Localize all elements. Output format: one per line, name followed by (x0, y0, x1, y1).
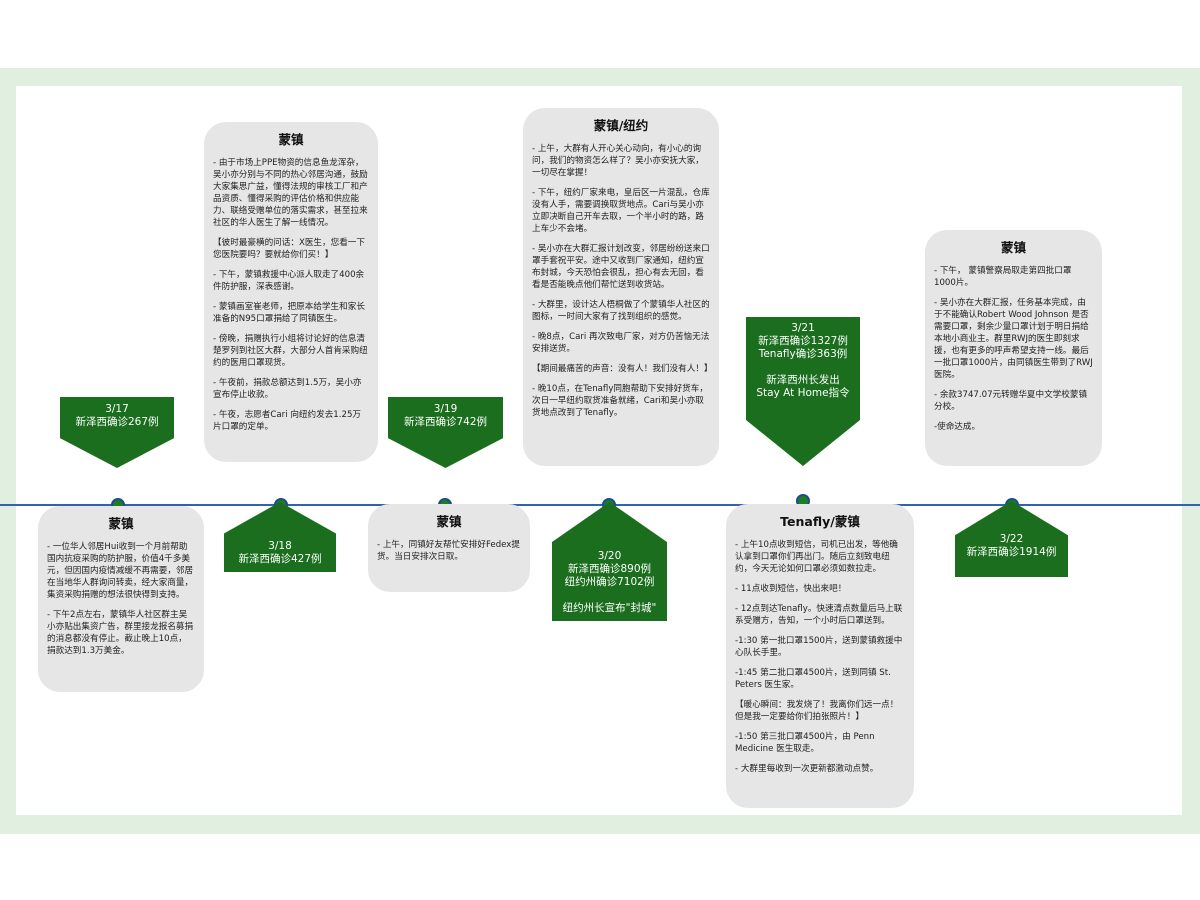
event-card-3-18: 蒙镇 - 由于市场上PPE物资的信息鱼龙浑杂，吴小亦分别与不同的热心邻居沟通，鼓励… (204, 122, 378, 462)
badge-arrow-polygon (224, 502, 336, 572)
badge-date: 3/19 (433, 403, 458, 415)
badge-line: 新泽西确诊1327例 (758, 335, 848, 347)
badge-date: 3/22 (999, 533, 1024, 545)
card-paragraph: -使命达成。 (934, 422, 981, 432)
badge-arrow-shape (552, 502, 667, 621)
card-paragraph: - 蒙镇画室崔老师，把原本给学生和家长准备的N95口罩捐给了同镇医生。 (213, 302, 365, 324)
event-card-3-17: 蒙镇 - 一位华人邻居Hui收到一个月前帮助国内抗疫采购的防护服，价值4千多美元，… (38, 506, 204, 692)
card-paragraph: - 12点到达Tenafly。快速清点数量后马上联系受赠方，告知，一个小时后口罩… (735, 604, 903, 626)
badge-line: 纽约州确诊7102例 (564, 576, 655, 588)
card-paragraph: - 下午， 蒙镇警察局取走第四批口罩1000片。 (934, 266, 1072, 288)
card-paragraph: - 大群里，设计达人梧桐做了个蒙镇华人社区的图标，一时间大家有了找到组织的感觉。 (532, 300, 710, 322)
card-title: Tenafly/蒙镇 (780, 514, 860, 529)
card-title: 蒙镇 (436, 514, 462, 529)
card-title: 蒙镇 (1000, 240, 1026, 255)
badge-line: 新泽西确诊267例 (75, 416, 159, 428)
card-paragraph: - 余款3747.07元转赠华夏中文学校蒙镇分校。 (934, 390, 1088, 412)
card-paragraph: - 下午，蒙镇救援中心派人取走了400余件防护服，深表感谢。 (213, 270, 365, 292)
badge-line: Tenafly确诊363例 (758, 348, 848, 360)
card-paragraph: 【暖心瞬间：我发烧了！我离你们远一点！但是我一定要给你们拍张照片！】 (735, 700, 899, 722)
badge-arrow-polygon (552, 502, 667, 621)
badge-arrow-shape (224, 502, 336, 572)
badge-date: 3/18 (268, 540, 292, 552)
card-paragraph: - 晚8点，Cari 再次致电厂家，对方仍苦恼无法安排送货。 (532, 332, 710, 354)
badge-line: 纽约州长宣布"封城" (562, 602, 657, 614)
card-paragraph: 【期间最痛苦的声音：没有人！我们没有人！】 (532, 364, 713, 374)
card-paragraph: - 晚10点，在Tenafly同胞帮助下安排好货车，次日一早纽约取货准备就绪，C… (532, 384, 708, 418)
card-paragraph: - 吴小亦在大群汇报，任务基本完成，由于不能确认Robert Wood John… (934, 298, 1093, 380)
timeline-axis (0, 504, 1200, 506)
badge-arrow-polygon (388, 397, 503, 468)
card-paragraph: - 11点收到短信，快出来吧！ (735, 584, 847, 594)
card-paragraph: - 上午10点收到短信，司机已出发，等他确认拿到口罩你们再出门。随后立刻致电纽约… (735, 540, 898, 574)
badge-arrow-polygon (955, 501, 1068, 577)
event-card-3-20: 蒙镇/纽约 - 上午，大群有人开心关心动向，有小心的询问，我们的物资怎么样了？吴小… (523, 108, 719, 466)
badge-line: Stay At Home指令 (756, 387, 850, 399)
badge-line (746, 361, 860, 374)
card-paragraph: - 傍晚，捐赠执行小组将讨论好的信息清楚罗列到社区大群，大部分人首肯采购纽约的医… (213, 334, 368, 368)
badge-date: 3/17 (105, 403, 129, 415)
card-paragraph: - 上午，大群有人开心关心动向，有小心的询问，我们的物资怎么样了？吴小亦安抚大家… (532, 144, 704, 178)
card-paragraph: - 由于市场上PPE物资的信息鱼龙浑杂，吴小亦分别与不同的热心邻居沟通，鼓励大家… (213, 158, 368, 228)
card-paragraph: - 下午，纽约厂家来电，皇后区一片混乱，仓库没有人手，需要调换取货地点。Cari… (532, 188, 710, 234)
badge-date: 3/21 (791, 322, 815, 334)
badge-arrow-shape (388, 397, 503, 468)
badge-arrow-polygon (60, 397, 174, 468)
badge-line (552, 589, 667, 602)
event-card-3-22: 蒙镇 - 下午， 蒙镇警察局取走第四批口罩1000片。 - 吴小亦在大群汇报，任务基… (925, 230, 1102, 466)
badge-arrow-shape (746, 317, 860, 466)
event-card-3-21: Tenafly/蒙镇 - 上午10点收到短信，司机已出发，等他确认拿到口罩你们再出… (726, 504, 914, 808)
card-paragraph: -1:45 第二批口罩4500片，送到同镇 St. Peters 医生家。 (735, 668, 891, 690)
card-title: 蒙镇/纽约 (593, 118, 649, 133)
card-title: 蒙镇 (278, 132, 304, 147)
card-paragraph: -1:30 第一批口罩1500片，送到蒙镇救援中心队长手里。 (735, 636, 903, 658)
card-paragraph: 【彼时最豪横的问话：X医生，您看一下您医院要吗？要就给你们买！】 (213, 238, 365, 260)
card-paragraph: - 上午，同镇好友帮忙安排好Fedex提货。当日安排次日取。 (377, 540, 520, 562)
badge-line: 新泽西确诊742例 (403, 416, 488, 428)
card-paragraph: -1:50 第三批口罩4500片，由 Penn Medicine 医生取走。 (735, 732, 875, 754)
card-title: 蒙镇 (108, 516, 134, 531)
badge-line: 新泽西确诊1914例 (966, 546, 1057, 558)
badge-arrow-shape (955, 501, 1068, 577)
card-paragraph: - 吴小亦在大群汇报计划改变，邻居纷纷送来口罩手套祝平安。途中又收到厂家通知，纽… (532, 244, 710, 290)
badge-line: 新泽西确诊427例 (238, 553, 322, 565)
card-paragraph: - 午夜前，捐款总额达到1.5万，吴小亦宣布停止收款。 (213, 378, 362, 400)
badge-arrow-polygon (746, 317, 860, 466)
badge-date: 3/20 (597, 550, 622, 562)
card-paragraph: - 午夜，志愿者Cari 向纽约发去1.25万片口罩的定单。 (213, 410, 362, 432)
event-card-3-19: 蒙镇 - 上午，同镇好友帮忙安排好Fedex提货。当日安排次日取。 (368, 504, 530, 592)
badge-line: 新泽西州长发出 (766, 374, 840, 386)
card-paragraph: - 一位华人邻居Hui收到一个月前帮助国内抗疫采购的防护服，价值4千多美元，但因… (47, 542, 194, 600)
card-paragraph: - 下午2点左右，蒙镇华人社区群主吴小亦贴出集资广告，群里接龙报名募捐的消息都没… (47, 610, 194, 656)
badge-arrow-shape (60, 397, 174, 468)
badge-line: 新泽西确诊890例 (567, 563, 652, 575)
card-paragraph: - 大群里每收到一次更新都激动点赞。 (735, 764, 879, 774)
